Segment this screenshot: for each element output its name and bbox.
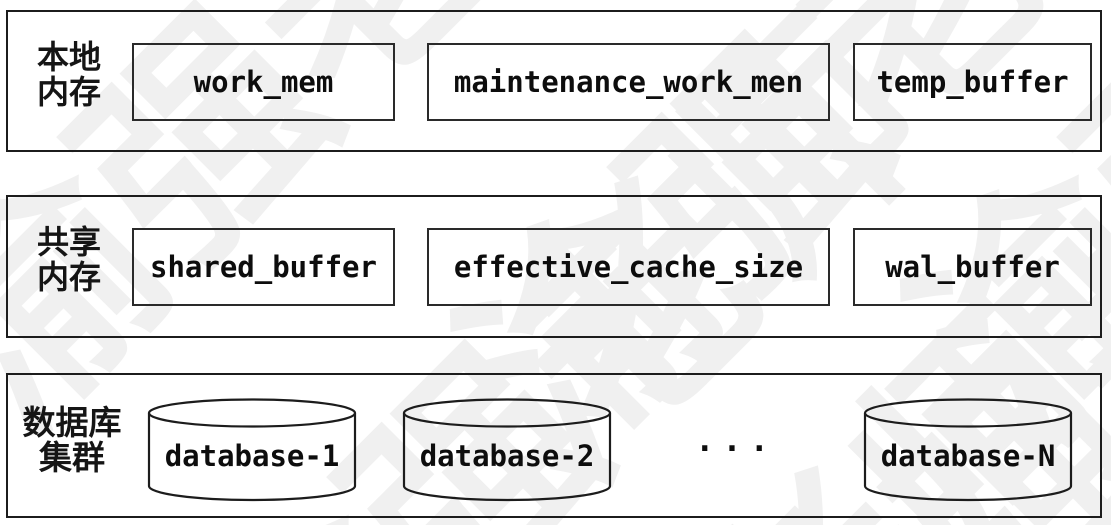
label-line: 数据库 — [22, 404, 122, 441]
label-line: 本地 — [36, 39, 101, 75]
section-local-memory: 本地 内存 work_mem maintenance_work_men temp… — [6, 10, 1102, 152]
param-box-temp-buffer: temp_buffer — [853, 43, 1092, 121]
section-label-shared-memory: 共享 内存 — [12, 225, 126, 295]
database-cylinder-2: database-2 — [402, 397, 612, 503]
section-label-database-cluster: 数据库 集群 — [8, 405, 136, 475]
database-cylinder-n: database-N — [863, 397, 1073, 503]
param-box-maintenance-work-men: maintenance_work_men — [427, 43, 830, 121]
section-database-cluster: 数据库 集群 database-1 database-2 ... databas… — [6, 373, 1102, 518]
database-cylinder-1: database-1 — [147, 397, 357, 503]
label-line: 内存 — [36, 74, 101, 110]
label-line: 内存 — [36, 259, 101, 295]
cylinder-icon — [402, 398, 612, 502]
section-shared-memory: 共享 内存 shared_buffer effective_cache_size… — [6, 195, 1102, 338]
label-line: 共享 — [36, 224, 101, 260]
cylinder-label: database-N — [880, 439, 1056, 473]
cylinder-label: database-2 — [419, 439, 595, 473]
param-box-work-mem: work_mem — [132, 43, 395, 121]
param-box-wal-buffer: wal_buffer — [853, 228, 1092, 306]
cylinder-icon — [147, 398, 357, 502]
label-line: 集群 — [39, 439, 105, 476]
section-label-local-memory: 本地 内存 — [12, 40, 126, 110]
ellipsis-more-databases: ... — [695, 421, 777, 459]
param-box-shared-buffer: shared_buffer — [132, 228, 395, 306]
cylinder-icon — [863, 398, 1073, 502]
cylinder-label: database-1 — [164, 439, 340, 473]
param-box-effective-cache-size: effective_cache_size — [427, 228, 830, 306]
